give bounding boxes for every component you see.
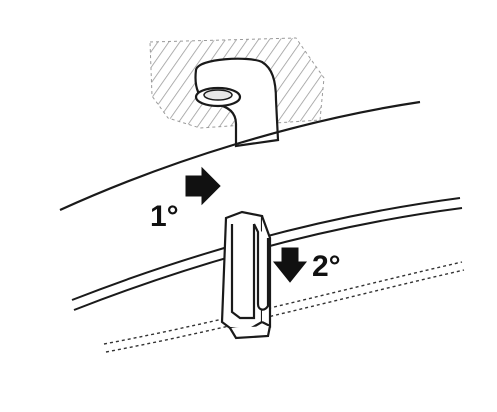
ceiling-mount [194, 57, 280, 148]
step-1-label: 1° [150, 200, 179, 233]
step-2-label: 2° [312, 250, 341, 283]
dotted-guide [103, 261, 465, 353]
mounting-clip [220, 210, 272, 340]
right-arrow-icon [185, 166, 221, 206]
down-arrow-icon [272, 247, 308, 283]
upper-rail [59, 100, 421, 212]
step-1-arrow: 1° [150, 166, 221, 233]
step-2-arrow: 2° [272, 247, 341, 283]
